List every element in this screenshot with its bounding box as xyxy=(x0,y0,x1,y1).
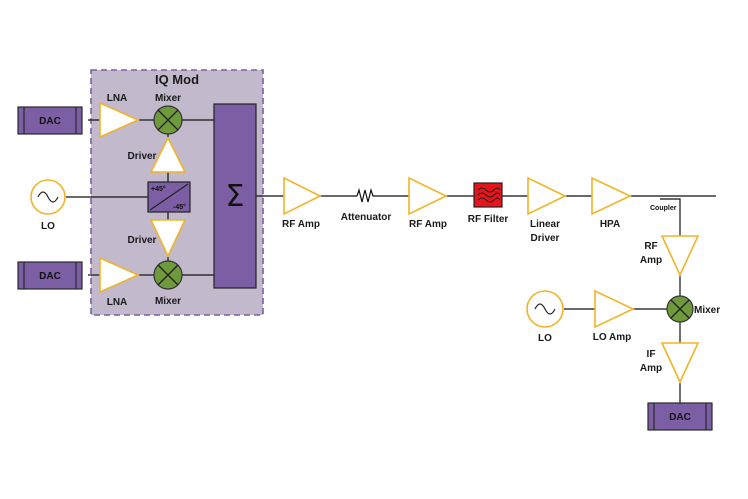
dac-top: DAC xyxy=(17,106,83,135)
lna-top-amplifier xyxy=(99,101,140,139)
mixer-bottom xyxy=(153,260,183,290)
rf-amp-3-label-2: Amp xyxy=(640,255,662,266)
linear-driver-label-1: Linear xyxy=(530,219,560,230)
linear-driver-label-2: Driver xyxy=(531,233,560,244)
dac-right: DAC xyxy=(647,402,713,431)
mixer-right xyxy=(666,295,694,323)
driver-top-amplifier xyxy=(149,136,187,173)
filter-waves-icon xyxy=(477,187,501,203)
rf-amp-3-label-1: RF xyxy=(644,241,657,252)
dac-top-label: DAC xyxy=(39,116,61,127)
if-amp xyxy=(660,342,700,384)
driver-bottom-amplifier xyxy=(149,219,187,258)
rf-amp-1-label: RF Amp xyxy=(282,219,320,230)
phase-plus-label: +45° xyxy=(151,185,166,193)
mixer-right-label: Mixer xyxy=(694,305,720,316)
rf-amp-1 xyxy=(283,176,322,216)
mixer-cross-icon xyxy=(670,299,690,319)
dac-bottom-label: DAC xyxy=(39,271,61,282)
driver-top-label: Driver xyxy=(128,151,157,162)
rf-amp-2 xyxy=(408,176,448,216)
lna-bottom-label: LNA xyxy=(107,297,128,308)
lo-right-label: LO xyxy=(538,333,552,344)
driver-bottom-label: Driver xyxy=(128,235,157,246)
rf-filter-label: RF Filter xyxy=(468,214,509,225)
sine-wave-icon xyxy=(37,191,59,203)
sum-symbol: Σ xyxy=(226,179,245,214)
hpa-label: HPA xyxy=(600,219,620,230)
attenuator xyxy=(356,187,375,203)
dac-right-label: DAC xyxy=(669,412,691,423)
phase-minus-label: -45° xyxy=(173,203,186,211)
coupler-label: Coupler xyxy=(650,205,677,212)
if-amp-label-1: IF xyxy=(647,349,656,360)
sine-wave-icon xyxy=(534,303,556,315)
combiner: Σ xyxy=(213,103,257,289)
mixer-top xyxy=(153,105,183,135)
iq-mod-title: IQ Mod xyxy=(155,72,199,87)
lo-right-oscillator xyxy=(526,290,564,328)
phase-splitter: +45° -45° xyxy=(147,181,191,213)
mixer-bottom-label: Mixer xyxy=(155,296,181,307)
mixer-cross-icon xyxy=(157,264,179,286)
rf-amp-2-label: RF Amp xyxy=(409,219,447,230)
dac-bottom: DAC xyxy=(17,261,83,290)
lo-left-oscillator xyxy=(30,179,66,215)
if-amp-label-2: Amp xyxy=(640,363,662,374)
resistor-icon xyxy=(356,187,375,203)
rf-amp-3 xyxy=(660,235,700,277)
mixer-top-label: Mixer xyxy=(155,93,181,104)
attenuator-label: Attenuator xyxy=(341,212,392,223)
lna-top-label: LNA xyxy=(107,93,128,104)
lo-amp xyxy=(594,289,635,329)
hpa-amplifier xyxy=(591,176,632,216)
lo-amp-label: LO Amp xyxy=(593,332,632,343)
mixer-cross-icon xyxy=(157,109,179,131)
rf-filter xyxy=(473,182,503,208)
lna-bottom-amplifier xyxy=(99,256,140,294)
lo-left-label: LO xyxy=(41,221,55,232)
linear-driver-amplifier xyxy=(527,176,567,216)
